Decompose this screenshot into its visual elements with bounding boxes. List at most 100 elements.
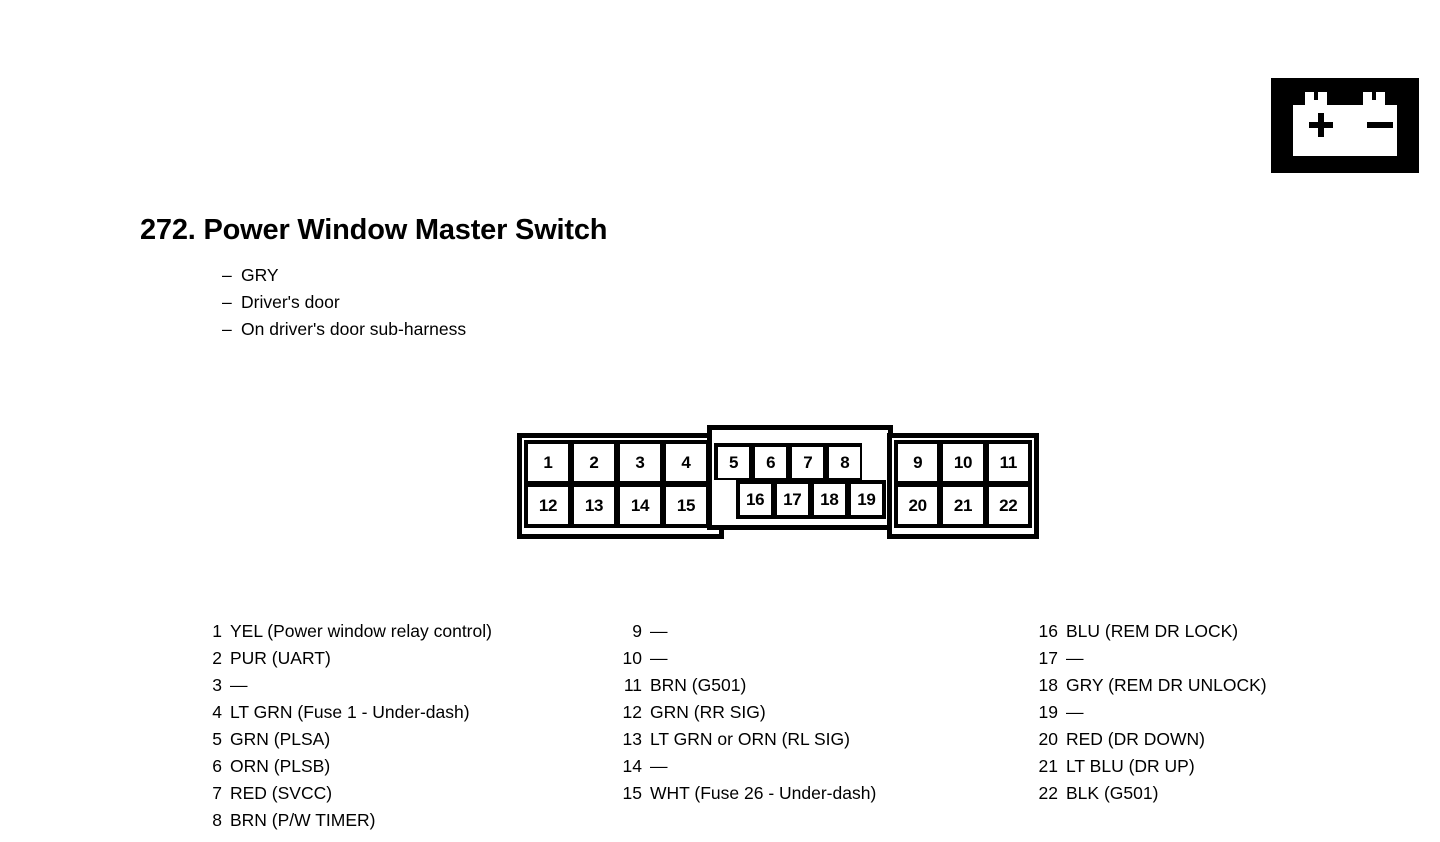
connector-row-top: 5 6 7 8: [714, 443, 886, 482]
pin-number: 15: [622, 783, 642, 803]
pin-legend-row: 20 RED (DR DOWN): [1034, 726, 1267, 753]
pin-cell: 6: [751, 443, 791, 482]
pin-legend-row: 14—: [618, 753, 876, 780]
pin-legend-row: 4 LT GRN (Fuse 1 - Under-dash): [198, 699, 492, 726]
pin-cell: 14: [616, 483, 664, 528]
pin-number: 14: [622, 756, 642, 776]
pin-number: 19: [1038, 702, 1058, 722]
subtitle-text: Driver's door: [241, 292, 340, 312]
pin-cell: 12: [524, 483, 572, 528]
pin-description: RED (DR DOWN): [1066, 729, 1206, 749]
pin-cell: 5: [714, 443, 754, 482]
pin-number: 7: [212, 783, 222, 803]
pin-number: 3: [212, 675, 222, 695]
pin-description: LT GRN or ORN (RL SIG): [650, 729, 850, 749]
pin-legend-row: 16 BLU (REM DR LOCK): [1034, 618, 1267, 645]
pin-cell-empty: [862, 443, 886, 482]
pin-description: BLK (G501): [1066, 783, 1159, 803]
pin-legend-row: 13 LT GRN or ORN (RL SIG): [618, 726, 876, 753]
connector-row-top: 1 2 3 4: [524, 440, 716, 485]
pin-description: LT GRN (Fuse 1 - Under-dash): [230, 702, 470, 722]
pin-number: 13: [622, 729, 642, 749]
pin-legend-row: 9—: [618, 618, 876, 645]
pin-description: GRN (PLSA): [230, 729, 331, 749]
pin-cell: 19: [846, 480, 886, 519]
pin-number: 10: [622, 648, 642, 668]
bullet-dash: –: [222, 292, 232, 312]
pin-cell: 1: [524, 440, 572, 485]
pin-description: —: [650, 648, 668, 668]
pin-legend-row: 21 LT BLU (DR UP): [1034, 753, 1267, 780]
battery-plus-icon-vertical: [1318, 113, 1324, 137]
battery-icon: [1271, 78, 1419, 173]
pin-number: 21: [1038, 756, 1058, 776]
pin-description: YEL (Power window relay control): [230, 621, 492, 641]
pin-legend-row: 17 —: [1034, 645, 1267, 672]
pin-description: —: [1066, 648, 1084, 668]
pin-number: 4: [212, 702, 222, 722]
pin-description: BRN (P/W TIMER): [230, 810, 376, 830]
pin-number: 17: [1038, 648, 1058, 668]
battery-negative-terminal: [1363, 92, 1385, 108]
pin-cell: 17: [772, 480, 812, 519]
pin-number: 16: [1038, 621, 1058, 641]
pin-cell: 18: [809, 480, 849, 519]
pin-legend-row: 10 —: [618, 645, 876, 672]
connector-row-bottom: 20 21 22: [894, 483, 1032, 528]
pin-number: 18: [1038, 675, 1058, 695]
pin-cell: 7: [788, 443, 828, 482]
pin-cell: 15: [662, 483, 710, 528]
pin-number: 6: [212, 756, 222, 776]
pin-legend-row: 5 GRN (PLSA): [198, 726, 492, 753]
pin-cell: 11: [984, 440, 1032, 485]
pin-description: WHT (Fuse 26 - Under-dash): [650, 783, 877, 803]
pin-description: GRY (REM DR UNLOCK): [1066, 675, 1267, 695]
pin-cell: 22: [984, 483, 1032, 528]
pin-description: BLU (REM DR LOCK): [1066, 621, 1239, 641]
pin-legend-column-3: 16 BLU (REM DR LOCK) 17 — 18 GRY (REM DR UNLO…: [1034, 618, 1267, 807]
pin-description: PUR (UART): [230, 648, 331, 668]
subtitle-text: On driver's door sub-harness: [241, 319, 467, 339]
list-item: –GRY: [222, 262, 466, 289]
pin-cell-empty: [714, 480, 738, 519]
pin-number: 11: [623, 675, 642, 695]
bullet-dash: –: [222, 319, 232, 339]
list-item: –Driver's door: [222, 289, 466, 316]
pin-description: GRN (RR SIG): [650, 702, 766, 722]
pin-legend-row: 19 —: [1034, 699, 1267, 726]
pin-number: 5: [212, 729, 222, 749]
connector-row-bottom: 12 13 14 15: [524, 483, 716, 528]
pin-cell: 16: [735, 480, 775, 519]
connector-row-top: 9 10 11: [894, 440, 1032, 485]
battery-positive-terminal: [1305, 92, 1327, 108]
pin-description: LT BLU (DR UP): [1066, 756, 1195, 776]
pin-description: —: [1066, 702, 1084, 722]
pin-legend-row: 2 PUR (UART): [198, 645, 492, 672]
battery-case: [1293, 105, 1397, 156]
connector-section-right: 9 10 11 20 21 22: [887, 433, 1039, 539]
pin-cell: 9: [894, 440, 942, 485]
battery-minus-icon: [1367, 122, 1393, 128]
pin-description: ORN (PLSB): [230, 756, 331, 776]
pin-number: 12: [622, 702, 642, 722]
pin-number: 20: [1038, 729, 1058, 749]
pin-legend-row: 12 GRN (RR SIG): [618, 699, 876, 726]
pin-cell: 4: [662, 440, 710, 485]
pin-cell: 3: [616, 440, 664, 485]
pin-cell: 10: [939, 440, 987, 485]
pin-number: 2: [212, 648, 222, 668]
pin-cell: 21: [939, 483, 987, 528]
pin-legend-column-1: 1 YEL (Power window relay control) 2 PUR (U…: [198, 618, 492, 834]
pin-legend-row: 6 ORN (PLSB): [198, 753, 492, 780]
pin-description: —: [230, 675, 248, 695]
pin-number: 1: [212, 621, 222, 641]
pin-cell: 13: [570, 483, 618, 528]
pin-number: 9: [632, 621, 642, 641]
pin-cell: 8: [825, 443, 865, 482]
pin-legend-row: 3—: [198, 672, 492, 699]
